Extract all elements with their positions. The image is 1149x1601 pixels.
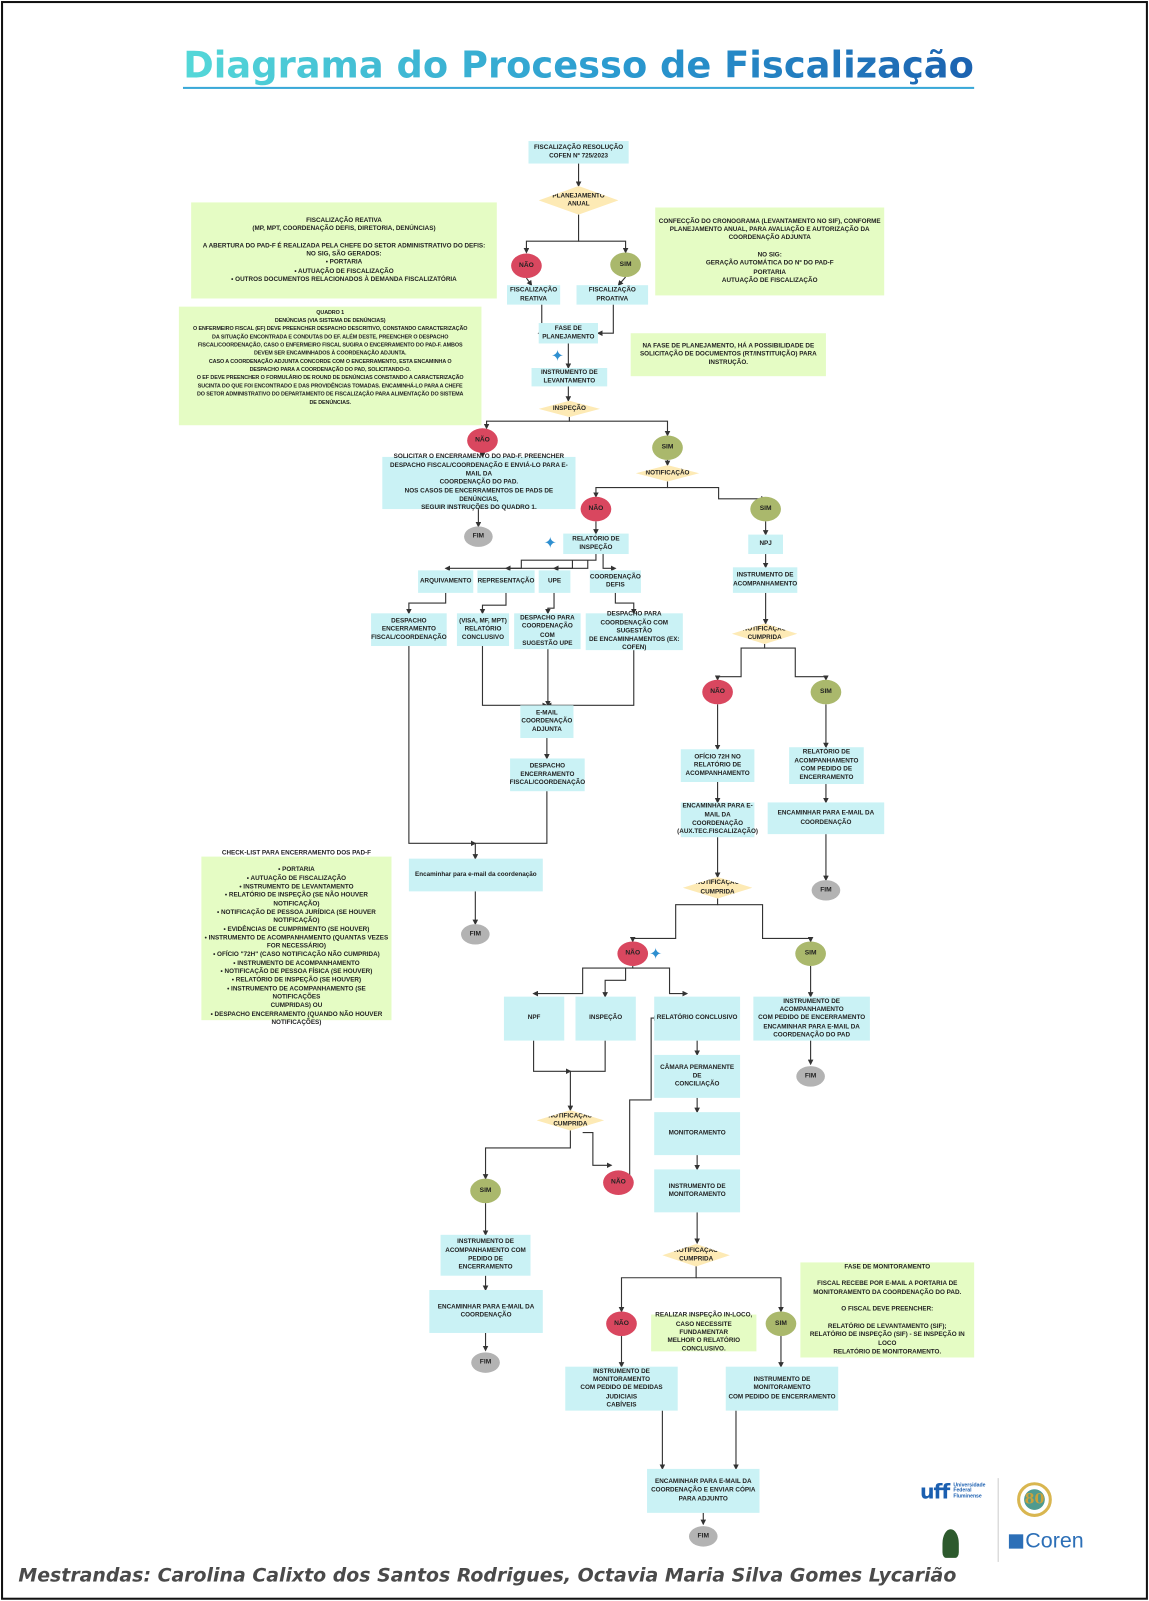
nao-node: NÃO — [702, 679, 733, 705]
ppea-logo — [942, 1529, 959, 1558]
node-start: FISCALIZAÇÃO RESOLUÇÃO COFEN Nº 725/2023 — [528, 141, 629, 164]
footer-authors: Mestrandas: Carolina Calixto dos Santos … — [18, 1564, 957, 1587]
star-icon: ✦ — [543, 534, 557, 552]
note-fase-planejamento: NA FASE DE PLANEJAMENTO, HÁ A POSSIBILID… — [630, 333, 826, 377]
node-encaminhar-email-da-coordenacao: ENCAMINHAR PARA E-MAIL DA COORDENAÇÃO — [767, 802, 885, 835]
node-oficio-72h: OFÍCIO 72H NO RELATÓRIO DE ACOMPANHAMENT… — [680, 749, 755, 782]
node-relatorio-conclusivo-visa: (VISA, MF, MPT) RELATÓRIO CONCLUSIVO — [456, 613, 510, 647]
note-fiscalizacao-reativa: FISCALIZAÇÃO REATIVA (MP, MPT, COORDENAÇ… — [191, 202, 497, 299]
note-quadro-1: QUADRO 1 DENÚNCIAS (VIA SISTEMA DE DENÚN… — [178, 306, 482, 426]
nao-node: NÃO — [606, 1311, 637, 1337]
nao-node: NÃO — [617, 941, 649, 966]
node-encaminhar-email-aux: ENCAMINHAR PARA E- MAIL DA COORDENAÇÃO (… — [677, 802, 758, 838]
nao-node: NÃO — [467, 428, 498, 453]
node-despacho-sugestao: DESPACHO PARA COORDENAÇÃO COM SUGESTÃO D… — [585, 611, 683, 652]
node-fase-planejamento: FASE DE PLANEJAMENTO — [538, 323, 598, 344]
node-solicitar-encerramento: SOLICITAR O ENCERRAMENTO DO PAD-F. PREEN… — [382, 453, 576, 511]
node-camara-conciliacao: CÂMARA PERMANENTE DE CONCILIAÇÃO — [654, 1054, 741, 1098]
fim-node: FIM — [688, 1526, 718, 1547]
node-npf: NPF — [503, 996, 565, 1041]
80-anos-seal-logo: 80 — [1017, 1482, 1052, 1517]
fim-node: FIM — [811, 880, 841, 901]
node-relatorio-inspecao: RELATÓRIO DE INSPEÇÃO — [563, 533, 629, 555]
note-inspecao-in-loco: REALIZAR INSPEÇÃO IN-LOCO, CASO NECESSIT… — [651, 1312, 757, 1353]
nao-node: NÃO — [603, 1170, 634, 1195]
node-instrumento-acompanhamento-encerramento: INSTRUMENTO DE ACOMPANHAMENTO COM PEDIDO… — [440, 1234, 531, 1276]
node-relatorio-acompanhamento-pedido: RELATÓRIO DE ACOMPANHAMENTO COM PEDIDO D… — [789, 747, 864, 785]
node-despacho-encerramento: DESPACHO ENCERRAMENTO FISCAL/COORDENAÇÃO — [371, 613, 447, 647]
uff-logo: uff Universidade Federal Fluminense — [919, 1479, 986, 1504]
node-upe: UPE — [538, 570, 571, 593]
sim-node: SIM — [795, 941, 826, 966]
coren-logo: Coren — [1008, 1529, 1084, 1554]
node-email-coordenacao-adjunta: E-MAIL COORDENAÇÃO ADJUNTA — [520, 705, 574, 739]
node-encaminhar-email-coordenacao: Encaminhar para e-mail da coordenação — [408, 858, 543, 892]
sim-node: SIM — [750, 496, 781, 522]
fim-node: FIM — [796, 1066, 825, 1087]
fim-node: FIM — [464, 526, 493, 547]
node-fiscalizacao-reativa: FISCALIZAÇÃO REATIVA — [507, 285, 561, 305]
note-cronograma: CONFECÇÃO DO CRONOGRAMA (LEVANTAMENTO NO… — [655, 207, 885, 296]
star-icon: ✦ — [649, 945, 662, 963]
fim-node: FIM — [471, 1352, 500, 1373]
node-fiscalizacao-proativa: FISCALIZAÇÃO PROATIVA — [576, 285, 649, 305]
node-instrumento-monitoramento-encerramento: INSTRUMENTO DE MONITORAMENTO COM PEDIDO … — [725, 1366, 839, 1411]
note-fase-monitoramento: FASE DE MONITORAMENTO FISCAL RECEBE POR … — [800, 1262, 975, 1358]
sim-node: SIM — [765, 1311, 797, 1337]
node-despacho-upe: DESPACHO PARA COORDENAÇÃO COM SUGESTÃO U… — [514, 613, 581, 650]
sim-node: SIM — [652, 435, 683, 460]
star-icon: ✦ — [550, 347, 564, 365]
sim-node: SIM — [470, 1178, 501, 1204]
node-instrumento-acompanhamento: INSTRUMENTO DE ACOMPANHAMENTO — [732, 567, 798, 593]
decision-notificacao-cumprida: NOTIFICAÇÃO CUMPRIDA — [682, 877, 753, 899]
nao-node: NÃO — [511, 253, 542, 279]
decision-inspecao: INSPEÇÃO — [538, 400, 601, 418]
node-despacho-encerramento-2: DESPACHO ENCERRAMENTO FISCAL/COORDENAÇÃO — [510, 758, 585, 792]
node-instrumento-monitoramento-judiciais: INSTRUMENTO DE MONITORAMENTO COM PEDIDO … — [565, 1366, 678, 1411]
node-encaminhar-final: ENCAMINHAR PARA E-MAIL DA COORDENAÇÃO E … — [647, 1468, 760, 1513]
node-representacao: REPRESENTAÇÃO — [477, 570, 535, 593]
node-instrumento-levantamento: INSTRUMENTO DE LEVANTAMENTO — [531, 367, 608, 387]
node-encaminhar-email-coordenacao-2: ENCAMINHAR PARA E-MAIL DA COORDENAÇÃO — [429, 1290, 543, 1333]
node-arquivamento: ARQUIVAMENTO — [418, 570, 474, 593]
node-instrumento-monitoramento: INSTRUMENTO DE MONITORAMENTO — [654, 1169, 741, 1213]
decision-notificacao-cumprida: NOTIFICAÇÃO CUMPRIDA — [731, 623, 798, 644]
note-checklist: CHECK-LIST PARA ENCERRAMENTO DOS PAD-F •… — [201, 849, 392, 1026]
decision-notificacao: NOTIFICAÇÃO — [635, 465, 700, 482]
nao-node: NÃO — [580, 496, 612, 522]
fim-node: FIM — [461, 924, 490, 945]
node-relatorio-conclusivo: RELATÓRIO CONCLUSIVO — [654, 996, 741, 1041]
node-instrumento-acompanhamento-pad: INSTRUMENTO DE ACOMPANHAMENTO COM PEDIDO… — [753, 996, 870, 1041]
node-coordenacao-defis: COORDENAÇÃO DEFIS — [589, 570, 641, 593]
sim-node: SIM — [810, 679, 842, 705]
node-inspecao: INSPEÇÃO — [575, 996, 636, 1041]
logo-divider — [997, 1478, 999, 1562]
page-title: Diagrama do Processo de Fiscalização — [0, 44, 1149, 89]
node-npj: NPJ — [748, 534, 784, 555]
node-monitoramento: MONITORAMENTO — [654, 1112, 741, 1156]
sim-node: SIM — [610, 252, 641, 278]
coren-flag-icon — [1008, 1534, 1024, 1549]
